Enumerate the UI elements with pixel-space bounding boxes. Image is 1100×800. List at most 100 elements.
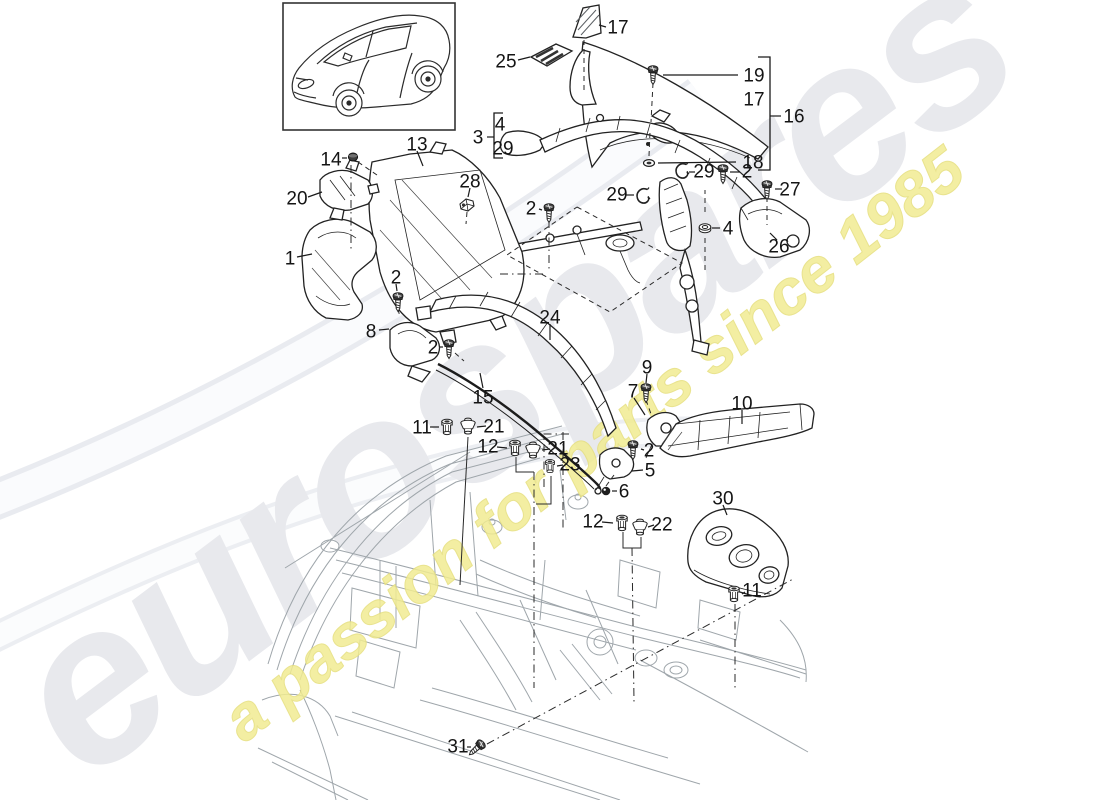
group-bracket [493, 112, 503, 159]
fastener-icon-grom1 [616, 514, 628, 532]
leader-line [476, 425, 487, 428]
callout-label-8[interactable]: 8 [366, 322, 377, 343]
construction-line [605, 474, 615, 487]
callout-label-31[interactable]: 31 [447, 737, 468, 758]
leader-line [541, 448, 551, 451]
cowl-frame-member-drawing [658, 177, 710, 356]
callout-label-4[interactable]: 4 [723, 219, 734, 240]
part-20-bracket-drawing [319, 159, 380, 212]
callout-label-3[interactable]: 3 [473, 128, 484, 149]
part-30-plate-drawing [687, 508, 789, 598]
callout-label-21[interactable]: 21 [483, 417, 504, 438]
construction-line [645, 399, 652, 415]
leader-line [307, 191, 323, 198]
watermark-swoosh [0, 79, 713, 652]
leader-line [479, 372, 484, 389]
callout-label-29[interactable]: 29 [492, 139, 513, 160]
fastener-icon-nut [698, 223, 712, 234]
construction-line [515, 457, 534, 473]
leader-line [538, 208, 543, 211]
leader-line [769, 232, 778, 241]
callout-label-15[interactable]: 15 [472, 388, 493, 409]
part-13-panel-drawing [368, 141, 525, 345]
leader-line [395, 283, 398, 292]
callout-label-2[interactable]: 2 [391, 268, 402, 289]
callout-label-23[interactable]: 23 [559, 455, 580, 476]
callout-label-12[interactable]: 12 [582, 512, 603, 533]
leader-line [657, 161, 737, 164]
callout-label-24[interactable]: 24 [539, 308, 561, 329]
leader-line [601, 521, 614, 524]
leader-line [722, 504, 728, 516]
fastener-icon-ball [601, 486, 611, 496]
callout-label-2[interactable]: 2 [644, 441, 655, 462]
callout-label-30[interactable]: 30 [712, 489, 733, 510]
leader-line [633, 397, 646, 416]
part-15-seal-drawing [435, 362, 602, 495]
callout-label-10[interactable]: 10 [731, 394, 752, 415]
callout-label-14[interactable]: 14 [320, 150, 342, 171]
part-24-brace-drawing [415, 291, 617, 438]
leader-line [598, 24, 607, 28]
fastener-icon-grom1 [509, 439, 521, 457]
callout-label-27[interactable]: 27 [779, 180, 800, 201]
leader-line [631, 469, 644, 472]
part-17-cover-drawing [572, 4, 602, 39]
callout-label-11[interactable]: 11 [742, 581, 762, 602]
construction-line [486, 577, 796, 745]
callout-label-4[interactable]: 4 [495, 115, 506, 136]
leader-line [296, 253, 313, 258]
callout-label-18[interactable]: 18 [742, 153, 763, 174]
callout-label-7[interactable]: 7 [628, 382, 639, 403]
part-25-label-drawing [529, 43, 574, 67]
leader-line [645, 373, 648, 384]
part-8-bracket-drawing [389, 321, 441, 383]
fastener-icon-grom1 [441, 418, 453, 436]
fastener-icon-cap [347, 152, 359, 162]
part-10-channel-drawing [659, 403, 815, 458]
body-structure-reference [257, 425, 809, 800]
leader-line [647, 524, 655, 528]
callout-label-19[interactable]: 19 [743, 66, 764, 87]
part-26-bracket-drawing [738, 197, 811, 258]
callout-label-17[interactable]: 17 [607, 18, 628, 39]
construction-line [459, 436, 469, 586]
fastener-icon-grom2 [632, 518, 648, 536]
callout-label-26[interactable]: 26 [768, 237, 789, 258]
parts-layer [301, 4, 815, 598]
callout-label-12[interactable]: 12 [477, 437, 498, 458]
callout-label-9[interactable]: 9 [642, 358, 653, 379]
callout-label-28[interactable]: 28 [459, 172, 480, 193]
callout-label-6[interactable]: 6 [619, 482, 630, 503]
callout-label-2[interactable]: 2 [742, 162, 753, 183]
callout-label-11[interactable]: 11 [412, 418, 432, 439]
callout-label-2[interactable]: 2 [428, 338, 439, 359]
callout-label-20[interactable]: 20 [286, 189, 307, 210]
callout-label-29[interactable]: 29 [606, 185, 627, 206]
construction-line [648, 131, 651, 157]
callout-label-22[interactable]: 22 [651, 515, 672, 536]
fastener-icon-grom1 [728, 585, 740, 603]
callout-label-25[interactable]: 25 [495, 52, 516, 73]
callout-label-13[interactable]: 13 [406, 135, 427, 156]
leader-line [496, 446, 508, 449]
callout-label-1[interactable]: 1 [285, 249, 296, 270]
fastener-icon-ring [642, 159, 656, 167]
construction-line [357, 161, 378, 176]
group-bracket [758, 56, 771, 171]
leader-line [741, 591, 746, 595]
leader-line [378, 328, 390, 331]
construction-lines [350, 40, 796, 745]
callout-label-5[interactable]: 5 [645, 461, 656, 482]
callout-label-17[interactable]: 17 [743, 90, 764, 111]
car-illustration [291, 14, 451, 117]
callout-label-2[interactable]: 2 [526, 199, 537, 220]
leader-line [416, 150, 424, 167]
construction-line [506, 206, 683, 313]
callout-label-16[interactable]: 16 [783, 107, 804, 128]
callout-label-29[interactable]: 29 [693, 162, 714, 183]
callout-label-21[interactable]: 21 [547, 439, 568, 460]
